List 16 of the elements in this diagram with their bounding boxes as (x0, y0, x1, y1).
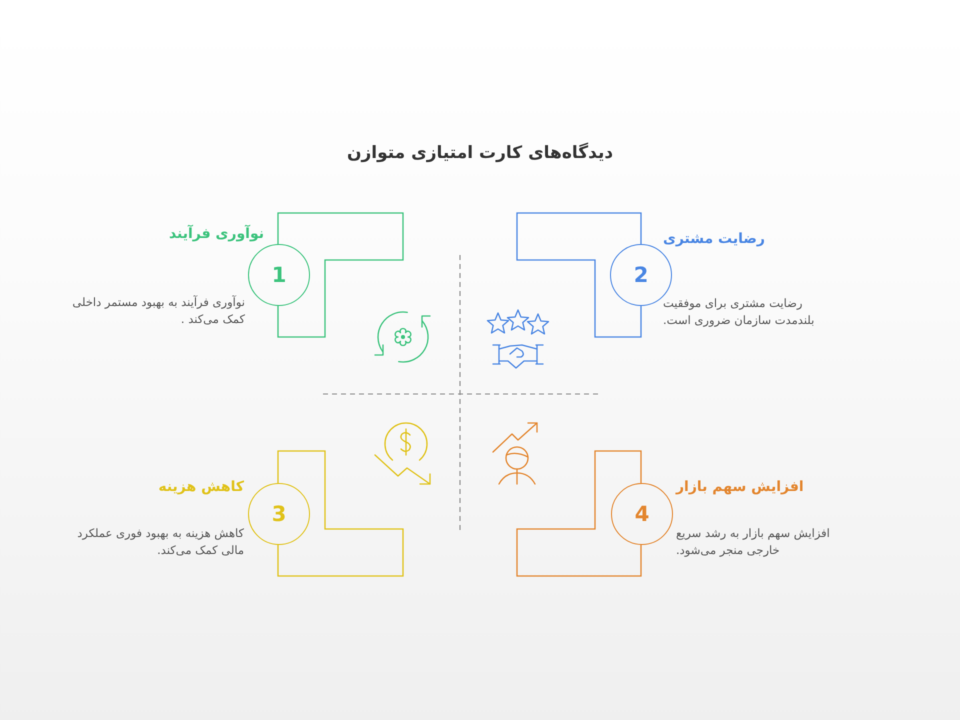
section-heading: افزایش سهم بازار (676, 479, 804, 496)
description-text: رضایت مشتری برای موفقیت بلندمدت سازمان ضروری است. (663, 295, 816, 329)
description-text: افزایش سهم بازار به رشد سریع خارجی منجر می‌شود. (676, 525, 831, 559)
step-number: 1 (272, 264, 286, 286)
number-circle (611, 483, 673, 545)
section-heading: کاهش هزینه (158, 479, 244, 496)
step-number: 4 (634, 504, 650, 524)
description-text: نوآوری فرآیند به بهبود مستمر داخلی کمک می‌کند . (71, 294, 245, 328)
number-circle (248, 244, 310, 306)
number-circle (248, 483, 310, 545)
step-number: 3 (272, 504, 286, 524)
section-heading: رضایت مشتری (663, 231, 765, 248)
section-heading: نوآوری فرآیند (168, 226, 264, 243)
step-number: 2 (634, 264, 648, 286)
description-text: کاهش هزینه به بهبود فوری عملکرد مالی کمک می‌کند. (76, 525, 244, 559)
diagram-title: دیدگاه‌های کارت امتیازی متوازن (346, 142, 614, 164)
